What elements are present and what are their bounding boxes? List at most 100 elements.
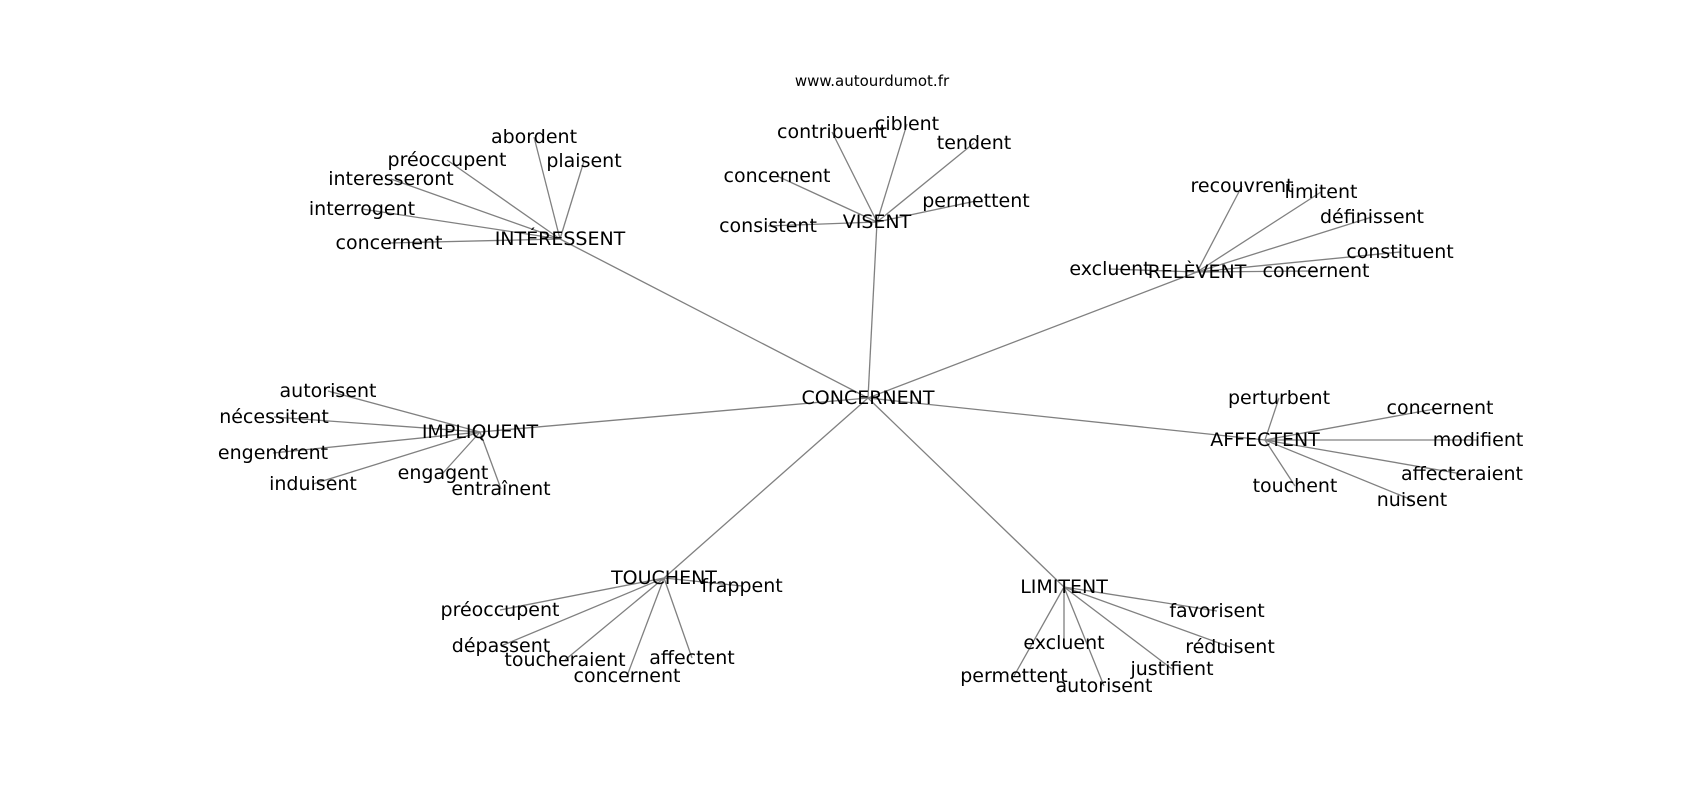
edge-hub-leaf	[663, 577, 693, 659]
edge-hub-leaf	[442, 431, 481, 474]
leaf-node: interrogent	[309, 198, 415, 220]
leaf-node: excluent	[1069, 258, 1150, 280]
edge-hub-leaf	[1063, 586, 1105, 687]
edge-hub-leaf	[1196, 251, 1401, 273]
edge-hub-leaf	[876, 200, 977, 223]
leaf-node: engendrent	[218, 442, 328, 464]
leaf-node: toucheraient	[504, 649, 625, 671]
labels: CONCERNENTINTÉRESSENTabordentpréoccupent…	[218, 113, 1523, 697]
leaf-node: concernent	[1387, 397, 1494, 419]
hub-node: IMPLIQUENT	[422, 421, 539, 443]
leaf-node: perturbent	[1228, 387, 1330, 409]
leaf-node: concernent	[574, 665, 681, 687]
leaf-node: plaisent	[546, 150, 621, 172]
edge-hub-leaf	[1063, 586, 1231, 648]
edge-hub-leaf	[533, 136, 561, 240]
edge-root-hub	[663, 397, 869, 579]
edge-hub-leaf	[1109, 268, 1198, 273]
leaf-node: justifient	[1129, 658, 1213, 680]
leaf-node: interesseront	[328, 168, 454, 190]
edge-hub-leaf	[1264, 439, 1463, 475]
edge-root-hub	[867, 397, 1065, 588]
leaf-node: concernent	[1263, 260, 1370, 282]
leaf-node: permettent	[960, 665, 1068, 687]
leaf-node: constituent	[1346, 241, 1453, 263]
leaf-node: affecteraient	[1401, 463, 1523, 485]
watermark: www.autourdumot.fr	[794, 72, 950, 90]
edge-hub-leaf	[390, 178, 561, 240]
leaf-node: dépassent	[452, 635, 550, 657]
leaf-node: préoccupent	[441, 599, 560, 621]
leaf-node: frappent	[701, 575, 782, 597]
edge-hub-leaf	[1264, 439, 1413, 501]
edge-hub-leaf	[1063, 586, 1218, 612]
edge-hub-leaf	[327, 390, 481, 433]
edge-hub-leaf	[831, 131, 878, 223]
edge-hub-leaf	[564, 577, 665, 661]
edge-hub-leaf	[626, 577, 665, 677]
edge-hub-leaf	[1264, 397, 1280, 441]
leaf-node: touchent	[1253, 475, 1338, 497]
leaf-node: autorisent	[280, 380, 377, 402]
leaf-node: concernent	[724, 165, 831, 187]
edge-hub-leaf	[559, 160, 585, 240]
leaf-node: tendent	[937, 132, 1011, 154]
leaf-node: limitent	[1285, 181, 1358, 203]
edge-hub-leaf	[1196, 270, 1317, 273]
leaf-node: favorisent	[1169, 600, 1264, 622]
edge-hub-leaf	[446, 159, 561, 240]
edge-hub-leaf	[776, 175, 878, 223]
leaf-node: abordent	[491, 126, 577, 148]
hub-node: AFFECTENT	[1210, 429, 1320, 451]
leaf-node: induisent	[269, 473, 357, 495]
edge-hub-leaf	[767, 221, 878, 227]
edge-hub-leaf	[876, 123, 908, 223]
leaf-node: modifient	[1433, 429, 1524, 451]
edge-hub-leaf	[1013, 586, 1065, 677]
edges	[272, 123, 1478, 687]
leaf-node: ciblent	[875, 113, 939, 135]
edge-hub-leaf	[361, 208, 561, 240]
leaf-node: autorisent	[1056, 675, 1153, 697]
leaf-node: préoccupent	[388, 149, 507, 171]
leaf-node: permettent	[922, 190, 1030, 212]
edge-hub-leaf	[479, 431, 502, 490]
leaf-node: engagent	[398, 462, 489, 484]
leaf-node: concernent	[336, 232, 443, 254]
root-node: CONCERNENT	[802, 387, 935, 409]
leaf-node: définissent	[1320, 206, 1424, 228]
leaf-node: excluent	[1023, 632, 1104, 654]
leaf-node: consistent	[719, 215, 817, 237]
edge-hub-leaf	[388, 238, 561, 244]
edge-hub-leaf	[272, 431, 481, 454]
leaf-node: réduisent	[1185, 636, 1275, 658]
hub-node: TOUCHENT	[610, 567, 717, 589]
edge-hub-leaf	[312, 431, 481, 485]
edge-hub-leaf	[500, 577, 665, 647]
hub-node: INTÉRESSENT	[495, 227, 626, 250]
edge-hub-leaf	[1196, 191, 1322, 273]
hub-node: LIMITENT	[1020, 576, 1108, 598]
edge-root-hub	[479, 397, 869, 433]
leaf-node: entraînent	[451, 478, 550, 500]
edge-root-hub	[867, 271, 1198, 399]
edge-hub-leaf	[1264, 439, 1296, 487]
edge-root-hub	[867, 221, 878, 399]
leaf-node: nuisent	[1377, 489, 1447, 511]
edge-hub-leaf	[876, 142, 975, 223]
edge-root-hub	[867, 397, 1266, 441]
leaf-node: contribuent	[777, 121, 887, 143]
edge-hub-leaf	[1264, 407, 1441, 441]
edge-hub-leaf	[1063, 586, 1173, 670]
edge-root-hub	[559, 238, 869, 399]
leaf-node: affectent	[649, 647, 735, 669]
edge-hub-leaf	[499, 577, 665, 611]
edge-hub-leaf	[1196, 216, 1373, 273]
edge-hub-leaf	[273, 416, 481, 433]
edge-hub-leaf	[1196, 185, 1243, 273]
edge-hub-leaf	[663, 577, 743, 587]
hub-node: RELÈVENT	[1148, 260, 1247, 283]
hub-node: VISENT	[843, 211, 912, 233]
leaf-node: nécessitent	[219, 406, 329, 428]
